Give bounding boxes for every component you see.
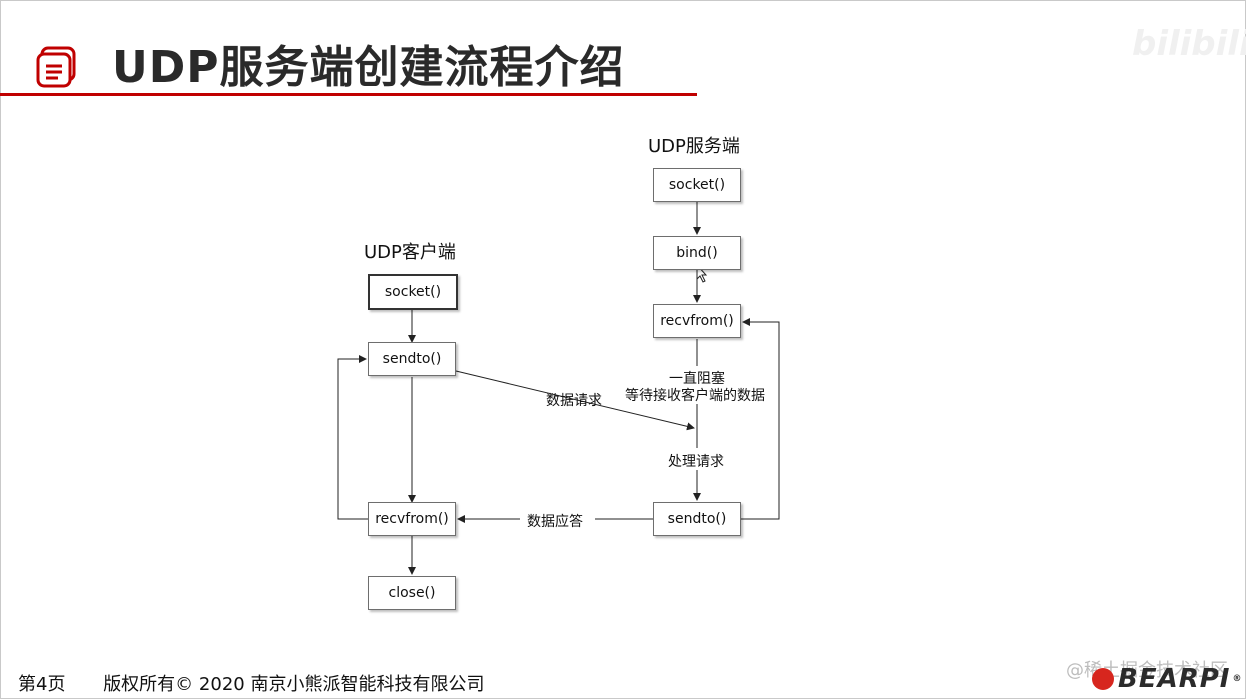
client-socket-node: socket() xyxy=(368,274,458,310)
server-sendto-node: sendto() xyxy=(653,502,741,536)
label-blocking-line1: 一直阻塞 xyxy=(669,371,725,387)
edge-data-request xyxy=(455,370,695,431)
copyright-text: 版权所有© 2020 南京小熊派智能科技有限公司 xyxy=(103,674,485,695)
document-list-icon xyxy=(36,46,76,88)
label-data-response: 数据应答 xyxy=(527,514,583,530)
server-recvfrom-node: recvfrom() xyxy=(653,304,741,338)
edge-server-loop xyxy=(741,318,780,520)
bearpi-logo: BEARPI® xyxy=(1092,664,1242,694)
server-bind-node: bind() xyxy=(653,236,741,270)
edge-client-loop xyxy=(337,355,368,520)
slide-title: UDP服务端创建流程介绍 xyxy=(112,42,625,93)
label-process-request: 处理请求 xyxy=(668,454,724,470)
footer: 第4页 版权所有© 2020 南京小熊派智能科技有限公司 xyxy=(18,670,484,696)
label-blocking-line2: 等待接收客户端的数据 xyxy=(625,388,765,404)
bear-icon xyxy=(1092,668,1114,690)
bilibili-watermark: bilibili xyxy=(1132,24,1246,64)
server-socket-node: socket() xyxy=(653,168,741,202)
server-heading: UDP服务端 xyxy=(648,136,740,157)
title-underline xyxy=(0,93,697,96)
page-number: 第4页 xyxy=(18,674,66,695)
label-data-request: 数据请求 xyxy=(546,393,602,409)
client-sendto-node: sendto() xyxy=(368,342,456,376)
client-heading: UDP客户端 xyxy=(364,242,456,263)
client-close-node: close() xyxy=(368,576,456,610)
client-recvfrom-node: recvfrom() xyxy=(368,502,456,536)
brand-text: BEARPI xyxy=(1118,664,1231,694)
